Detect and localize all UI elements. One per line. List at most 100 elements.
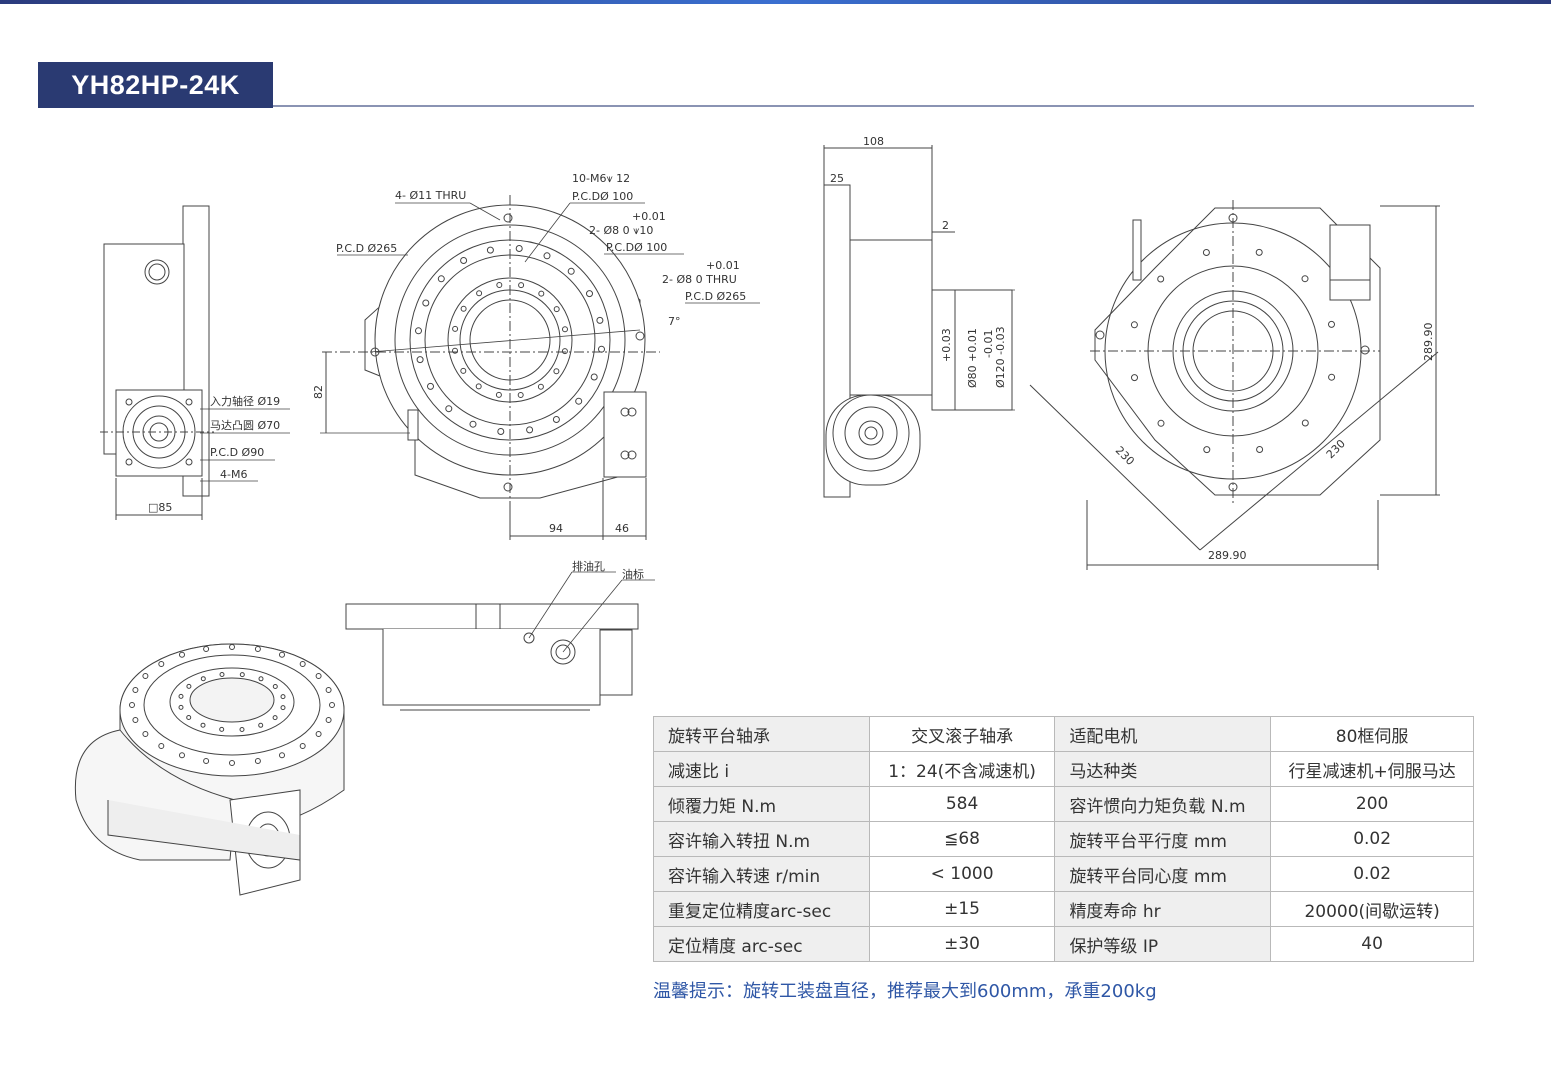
spec-value: 0.02 bbox=[1270, 821, 1474, 857]
bolt-hole bbox=[497, 428, 505, 435]
bolt-hole bbox=[561, 348, 568, 355]
label-angle-7: 7° bbox=[668, 315, 681, 328]
bolt-hole bbox=[279, 651, 285, 658]
spec-label: 容许输入转扭 N.m bbox=[653, 821, 870, 857]
plan-view-bolt-holes bbox=[1130, 248, 1336, 454]
bolt-hole bbox=[142, 673, 149, 679]
bolt-hole bbox=[280, 705, 286, 711]
isometric-bolt-holes bbox=[129, 644, 335, 766]
spec-value: 0.02 bbox=[1270, 856, 1474, 892]
bolt-hole bbox=[258, 676, 264, 682]
bolt-hole bbox=[1130, 321, 1138, 329]
spec-value: 80框伺服 bbox=[1270, 716, 1474, 752]
bolt-hole bbox=[475, 383, 482, 390]
spec-value: 40 bbox=[1270, 926, 1474, 962]
bolt-hole bbox=[129, 702, 135, 708]
label-dia-120: Ø120 -0.03 bbox=[994, 326, 1007, 388]
bolt-hole bbox=[272, 715, 278, 721]
bolt-hole bbox=[239, 672, 245, 678]
bolt-hole bbox=[537, 383, 544, 390]
bolt-hole bbox=[1328, 320, 1335, 328]
label-dia-80: Ø80 +0.01 bbox=[966, 328, 979, 388]
bolt-hole bbox=[219, 726, 225, 732]
bolt-hole bbox=[437, 275, 445, 283]
table-row: 重复定位精度arc-sec ±15 精度寿命 hr 20000(间歇运转) bbox=[653, 891, 1474, 927]
bolt-hole bbox=[229, 760, 235, 766]
bolt-hole bbox=[178, 693, 184, 699]
front-view-drawing bbox=[320, 195, 760, 540]
spec-label: 保护等级 IP bbox=[1054, 926, 1272, 962]
table-row: 定位精度 arc-sec ±30 保护等级 IP 40 bbox=[653, 926, 1474, 962]
bolt-hole bbox=[132, 687, 139, 693]
title-underline bbox=[273, 105, 1474, 107]
bolt-hole bbox=[186, 715, 192, 720]
bolt-hole bbox=[486, 246, 494, 254]
bolt-hole bbox=[596, 316, 604, 324]
label-dim-25: 25 bbox=[830, 172, 844, 185]
bolt-hole bbox=[575, 397, 583, 405]
bolt-hole bbox=[552, 416, 560, 423]
spec-label: 旋转平台同心度 mm bbox=[1054, 856, 1272, 892]
bolt-hole bbox=[1203, 446, 1211, 454]
label-pin-2: 2- Ø8 0 ⩛10 bbox=[589, 224, 653, 237]
label-pcd-265-right: P.C.D Ø265 bbox=[685, 290, 746, 303]
bolt-hole bbox=[315, 673, 322, 679]
label-thru-holes: 4- Ø11 THRU bbox=[395, 189, 466, 202]
bolt-hole bbox=[158, 661, 165, 667]
bolt-hole bbox=[445, 405, 453, 413]
label-pcd-265-left: P.C.D Ø265 bbox=[336, 242, 397, 255]
label-pcd-90: P.C.D Ø90 bbox=[210, 446, 264, 459]
label-dim-94: 94 bbox=[549, 522, 563, 535]
isometric-view-drawing bbox=[74, 643, 345, 896]
bolt-hole bbox=[325, 717, 332, 723]
spec-value: 行星减速机+伺服马达 bbox=[1270, 751, 1474, 787]
bolt-hole bbox=[239, 727, 245, 732]
label-pin-tolerance: +0.01 bbox=[632, 210, 666, 223]
tip-note: 温馨提示：旋转工装盘直径，推荐最大到600mm，承重200kg bbox=[653, 981, 1157, 1002]
bolt-hole bbox=[280, 694, 286, 700]
spec-value: ≦68 bbox=[868, 821, 1056, 857]
label-oil-drain: 排油孔 bbox=[572, 559, 605, 573]
bolt-hole bbox=[203, 646, 210, 652]
spec-label: 适配电机 bbox=[1054, 716, 1272, 752]
bolt-hole bbox=[538, 290, 545, 297]
spec-value: 1：24(不含减速机) bbox=[868, 751, 1056, 787]
bolt-hole bbox=[517, 392, 524, 398]
bolt-hole bbox=[178, 704, 184, 710]
bolt-hole bbox=[325, 687, 332, 693]
label-pcd-100-a: P.C.DØ 100 bbox=[572, 190, 633, 203]
label-input-shaft: 入力轴径 Ø19 bbox=[210, 394, 280, 408]
label-tol-80: +0.03 bbox=[940, 328, 953, 362]
label-dim-230-a: 230 bbox=[1113, 444, 1137, 468]
bolt-hole bbox=[186, 683, 192, 689]
bolt-hole bbox=[1328, 373, 1336, 381]
bolt-hole bbox=[518, 282, 525, 289]
bolt-hole bbox=[495, 391, 502, 398]
spec-label: 减速比 i bbox=[653, 751, 870, 787]
bolt-hole bbox=[415, 327, 422, 335]
spec-label: 旋转平台平行度 mm bbox=[1054, 821, 1272, 857]
spec-label: 精度寿命 hr bbox=[1054, 891, 1272, 927]
bolt-hole bbox=[452, 325, 459, 332]
bolt-hole bbox=[543, 252, 551, 260]
table-row: 减速比 i 1：24(不含减速机) 马达种类 行星减速机+伺服马达 bbox=[653, 751, 1474, 787]
bolt-hole bbox=[1256, 446, 1264, 453]
side-elevation-drawing bbox=[345, 571, 655, 711]
bolt-hole bbox=[272, 684, 278, 689]
label-tapped-holes: 10-M6⩛ 12 bbox=[572, 172, 630, 185]
spec-label: 倾覆力矩 N.m bbox=[653, 786, 870, 822]
bolt-hole bbox=[279, 752, 285, 759]
label-pin-2-thru: 2- Ø8 0 THRU bbox=[662, 273, 737, 286]
label-dim-2: 2 bbox=[942, 219, 949, 232]
bolt-hole bbox=[329, 702, 335, 708]
bolt-hole bbox=[452, 347, 458, 354]
spec-label: 马达种类 bbox=[1054, 751, 1272, 787]
bolt-hole bbox=[553, 368, 560, 375]
bolt-hole bbox=[460, 305, 467, 312]
label-motor-boss: 马达凸圆 Ø70 bbox=[210, 419, 280, 432]
label-dim-108: 108 bbox=[863, 135, 884, 148]
spec-value: 584 bbox=[868, 786, 1056, 822]
bolt-hole bbox=[476, 290, 483, 297]
spec-label: 容许输入转速 r/min bbox=[653, 856, 870, 892]
bolt-hole bbox=[496, 282, 503, 288]
